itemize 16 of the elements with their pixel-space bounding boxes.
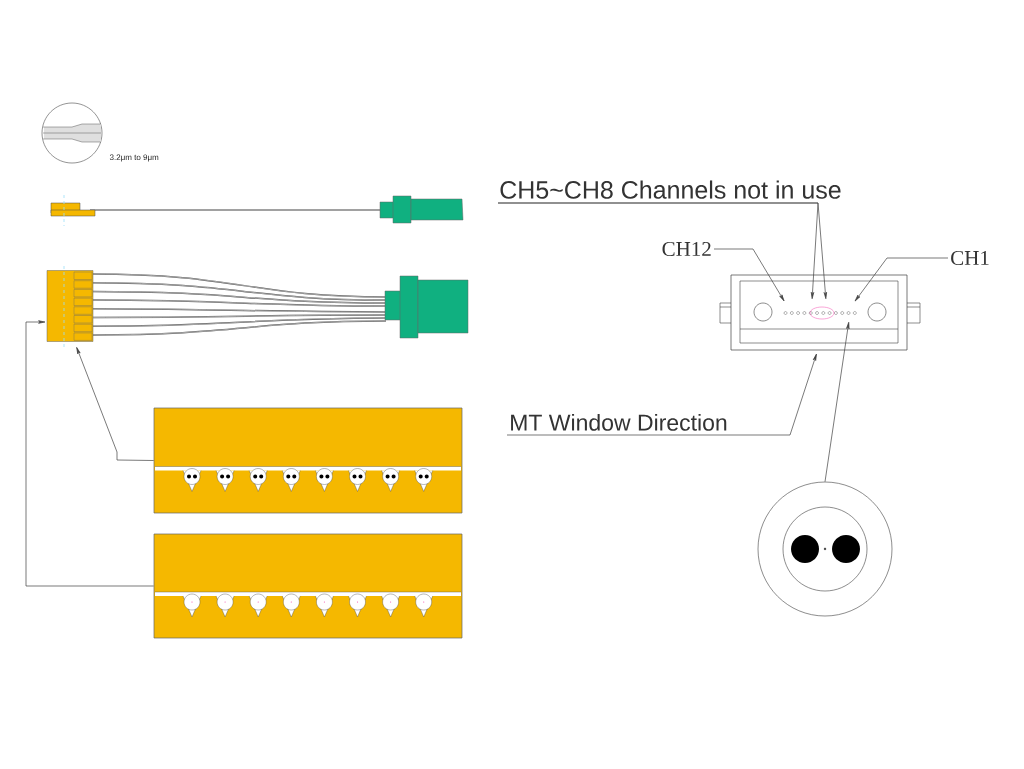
fiber-array-block <box>46 265 94 348</box>
callout-text: CH1 <box>951 250 989 266</box>
mt-connector-face <box>719 274 921 351</box>
dimension-label: 3.2μm to 9μm <box>109 154 159 162</box>
callout-text: CH12 <box>662 241 711 257</box>
callout-text: MT Window Direction <box>511 413 727 431</box>
callout-text: CH5~CH8 Channels not in use <box>500 180 841 199</box>
leader-arrow <box>506 353 817 436</box>
leader-arrow <box>713 248 785 302</box>
leader-arrow <box>25 320 154 587</box>
v-groove-panel <box>153 407 463 514</box>
leader-arrow <box>854 257 949 302</box>
leader-arrow <box>76 347 154 461</box>
v-groove-panel <box>153 533 463 639</box>
leader-arrow <box>824 321 850 483</box>
fiber-cross-section-drawing <box>757 481 893 617</box>
